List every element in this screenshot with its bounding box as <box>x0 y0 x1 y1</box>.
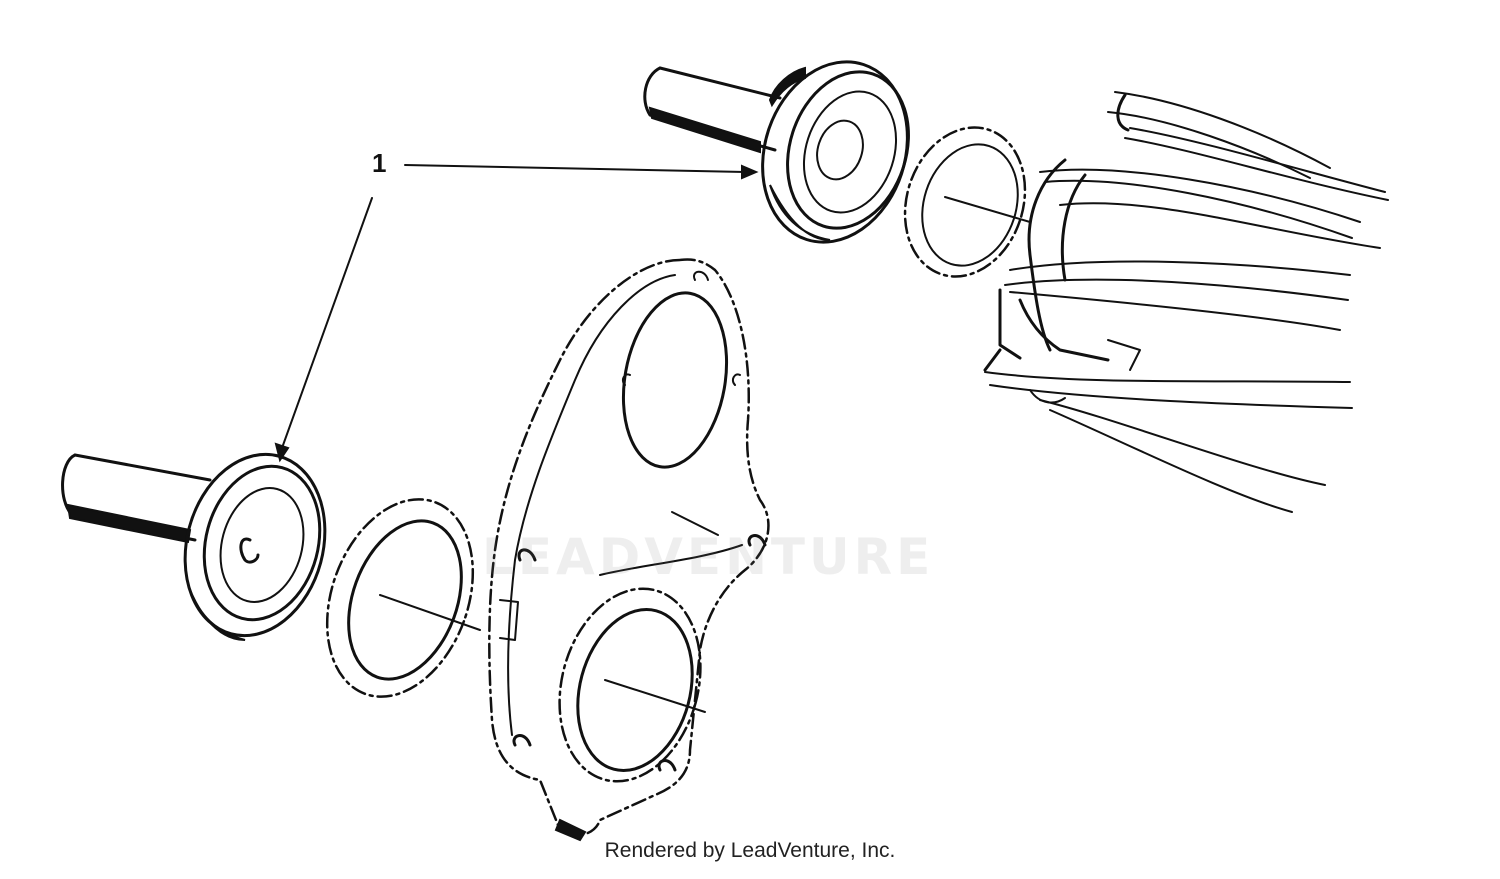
brush-tine-assembly <box>983 91 1389 513</box>
lower-spindle-wheel <box>61 452 327 641</box>
render-credit: Rendered by LeadVenture, Inc. <box>604 839 896 862</box>
callout-number: 1 <box>372 148 387 178</box>
upper-seal-ring <box>903 126 1031 278</box>
callout-leader-lines <box>274 164 759 463</box>
watermark: LEADVENTURE <box>482 528 935 586</box>
gear-case-cover <box>488 258 770 842</box>
lower-seal-ring <box>325 498 481 698</box>
upper-spindle-wheel <box>643 60 910 244</box>
